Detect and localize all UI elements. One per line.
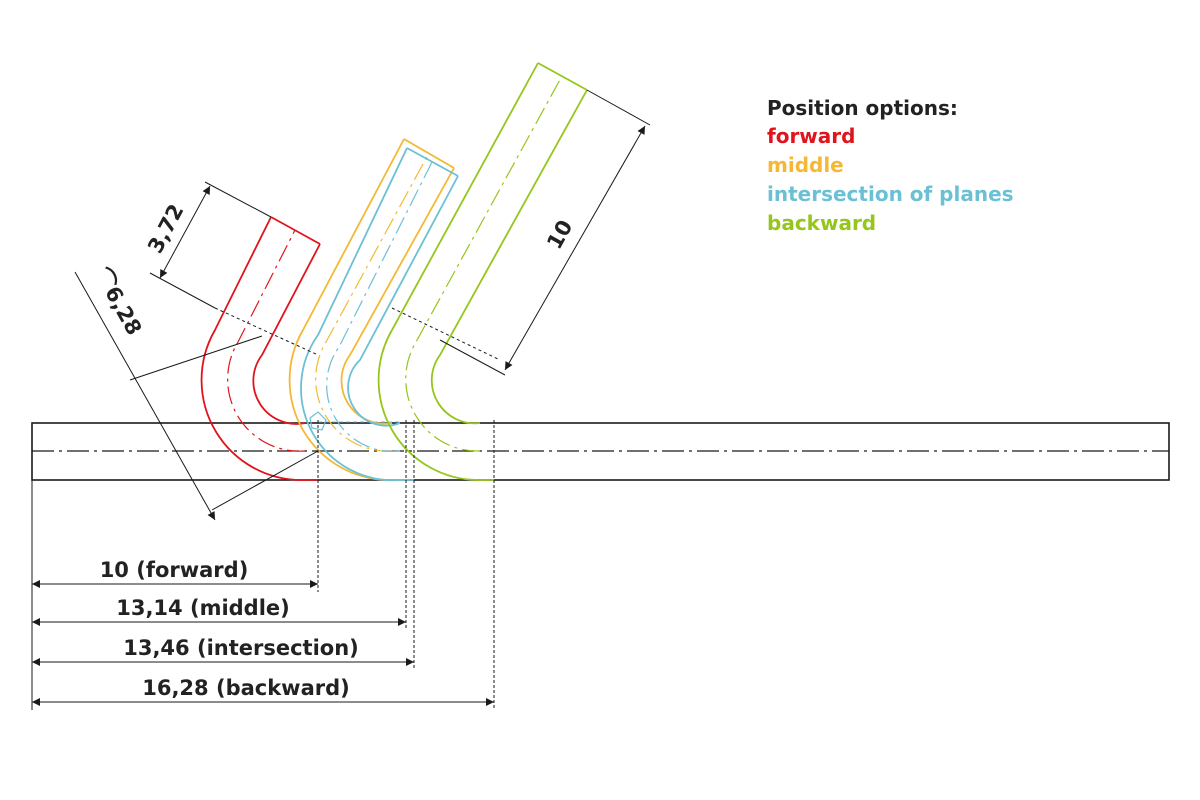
intersection-bend [300, 147, 459, 482]
construction-lines [31, 89, 651, 710]
forward-bend [200, 216, 321, 481]
legend-title: Position options: [767, 96, 958, 120]
legend-item-backward: backward [767, 211, 876, 235]
radius-dimension: ⌒6,28 [90, 264, 146, 339]
legend-item-forward: forward [767, 124, 855, 148]
base-sheet [31, 422, 1170, 481]
backward-length-label: 16,28 (backward) [142, 676, 350, 700]
legend: Position options: forward middle interse… [767, 96, 1014, 235]
backward-bend [377, 62, 588, 481]
forward-length-label: 10 (forward) [100, 558, 249, 582]
flange-length-dimension: 3,72 [143, 200, 189, 257]
intersection-length-label: 13,46 (intersection) [123, 636, 359, 660]
radius-value: 6,28 [100, 282, 146, 339]
middle-length-label: 13,14 (middle) [116, 596, 290, 620]
legend-item-intersection: intersection of planes [767, 182, 1014, 206]
leg-length-dimension: 10 [542, 216, 577, 253]
legend-item-middle: middle [767, 153, 844, 177]
